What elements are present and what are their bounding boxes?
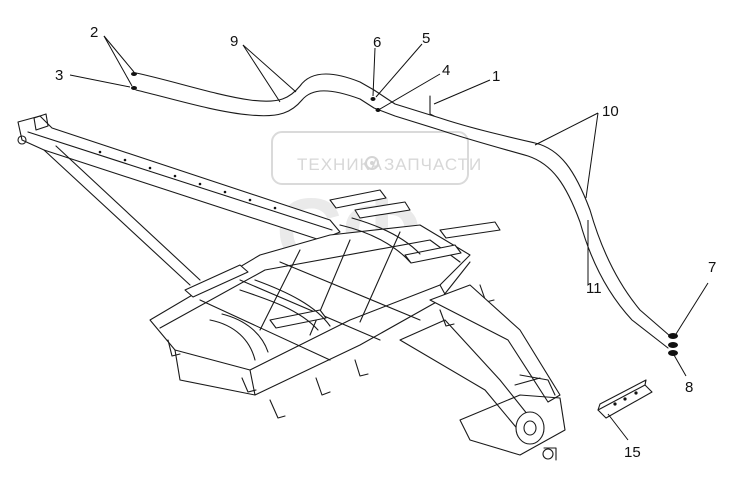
- callout-11: 11: [586, 280, 602, 297]
- watermark-text-right: ЗАПЧАСТИ: [384, 155, 482, 174]
- hose-fittings: [131, 72, 678, 356]
- tines: [167, 284, 495, 419]
- fitting-2-upper: [131, 72, 137, 76]
- callout-6: 6: [373, 34, 381, 51]
- hose-clip-1: [429, 95, 435, 117]
- leader-lines: [69, 35, 709, 441]
- callout-1: 1: [492, 68, 500, 85]
- fitting-6: [370, 97, 376, 101]
- coupler-group-7-8: [668, 333, 678, 356]
- implement-frame: [17, 113, 566, 461]
- callout-8: 8: [685, 379, 693, 396]
- callout-15: 15: [624, 444, 641, 461]
- tongue-holes: [98, 150, 277, 210]
- watermark-text-left: ТЕХНИКА: [297, 155, 383, 174]
- gear-icon: [365, 156, 379, 170]
- fitting-3-lower: [131, 86, 137, 90]
- callout-9: 9: [230, 33, 238, 50]
- part-15-bracket: [597, 379, 653, 419]
- fitting-4: [375, 108, 381, 112]
- callout-10: 10: [602, 103, 619, 120]
- callout-3: 3: [55, 67, 63, 84]
- callout-7: 7: [708, 259, 716, 276]
- callout-5: 5: [422, 30, 430, 47]
- callouts: 1 2 3 4 5 6 7 8 9 10 11 15: [55, 24, 716, 461]
- callout-4: 4: [442, 62, 450, 79]
- hydraulic-hose-pair: [135, 72, 671, 349]
- callout-2: 2: [90, 24, 98, 41]
